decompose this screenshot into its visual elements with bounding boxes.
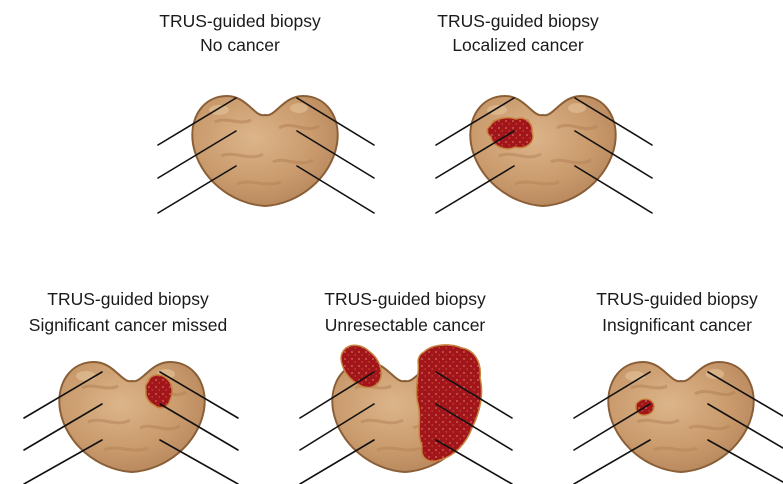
panel-2-title: TRUS-guided biopsy <box>437 11 599 31</box>
panel-5-title: TRUS-guided biopsy <box>596 289 758 309</box>
prostate-gland <box>192 96 337 206</box>
panel-localized-cancer: TRUS-guided biopsy Localized cancer <box>436 11 652 213</box>
needle <box>708 440 783 482</box>
prostate-gland <box>608 362 753 472</box>
needle <box>300 440 374 484</box>
panel-1-title: TRUS-guided biopsy <box>159 11 321 31</box>
prostate-gland <box>470 96 615 206</box>
panel-1-subtitle: No cancer <box>200 35 280 55</box>
tumor <box>417 345 482 461</box>
panel-significant-cancer-missed: TRUS-guided biopsy Significant cancer mi… <box>24 289 238 484</box>
needle <box>160 440 238 484</box>
panel-3-title: TRUS-guided biopsy <box>47 289 209 309</box>
panel-unresectable-cancer: TRUS-guided biopsy Unresectable cancer <box>300 289 512 484</box>
tumor <box>146 375 172 408</box>
panel-insignificant-cancer: TRUS-guided biopsy Insignificant cancer <box>574 289 783 484</box>
needle <box>574 440 650 484</box>
panel-2-subtitle: Localized cancer <box>452 35 583 55</box>
needle <box>436 440 512 484</box>
panel-5-subtitle: Insignificant cancer <box>602 315 752 335</box>
panel-4-subtitle: Unresectable cancer <box>325 315 486 335</box>
panel-3-subtitle: Significant cancer missed <box>29 315 227 335</box>
needle <box>24 440 102 484</box>
panel-no-cancer: TRUS-guided biopsy No cancer <box>158 11 374 213</box>
panel-4-title: TRUS-guided biopsy <box>324 289 486 309</box>
